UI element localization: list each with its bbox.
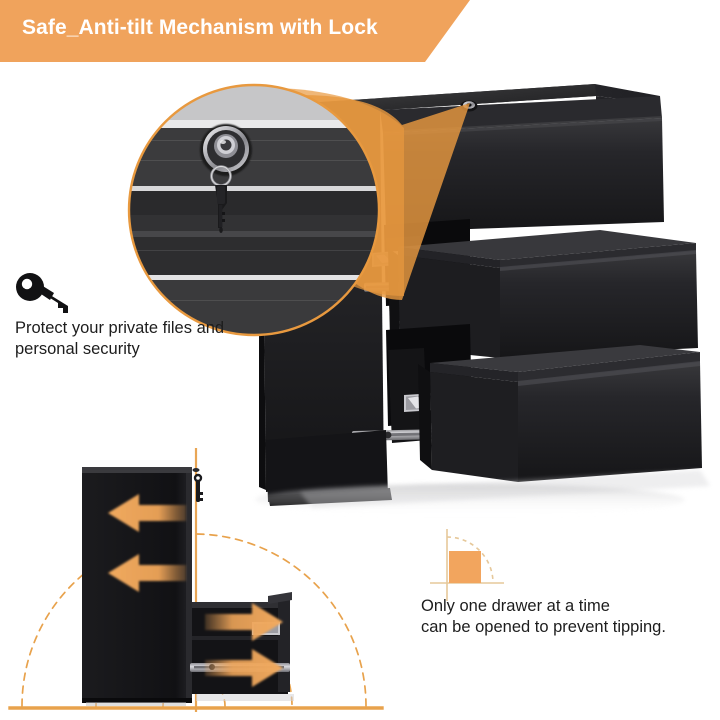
drawer-middle-open [363,219,698,358]
cabinet-front-column [262,110,384,492]
page-title: Safe_Anti-tilt Mechanism with Lock [22,16,378,39]
anti-tilt-line2: can be opened to prevent tipping. [421,618,666,636]
lock-feature-line1: Protect your private files and [15,319,225,337]
arrow-right-lower [205,649,283,687]
tipping-arc-inner [95,607,293,707]
drawer-top-closed [380,96,664,232]
side-cabinet-key-icon [192,468,203,502]
header-banner [0,0,470,62]
anti-tilt-line1: Only one drawer at a time [421,597,610,615]
product-shadow [255,484,685,516]
key-icon [16,273,68,313]
magnifier-callout-wedge [300,95,470,300]
magnifier-callout-wedge-2 [255,87,404,296]
tipping-arc-outer [21,533,367,707]
tilt-angle-icon [430,529,504,601]
anti-tilt-feature-caption: Only one drawer at a time can be opened … [421,596,711,638]
lock-feature-line2: personal security [15,340,140,358]
lock-feature-caption: Protect your private files and personal … [15,318,265,360]
arrow-right-upper [205,603,283,641]
tipping-arc-group [21,533,367,707]
drawer-bottom-open [351,324,702,482]
tipping-arc-small [162,674,226,707]
arrow-left-lower [108,554,186,592]
side-view-cabinet [82,467,203,706]
arrow-left-upper [108,494,186,532]
lock-closeup-magnifier [127,83,381,337]
side-view-open-drawer [190,592,294,701]
cabinet-top-cap [259,84,660,118]
cabinet-left-side [259,106,266,490]
cabinet-base [266,430,392,506]
